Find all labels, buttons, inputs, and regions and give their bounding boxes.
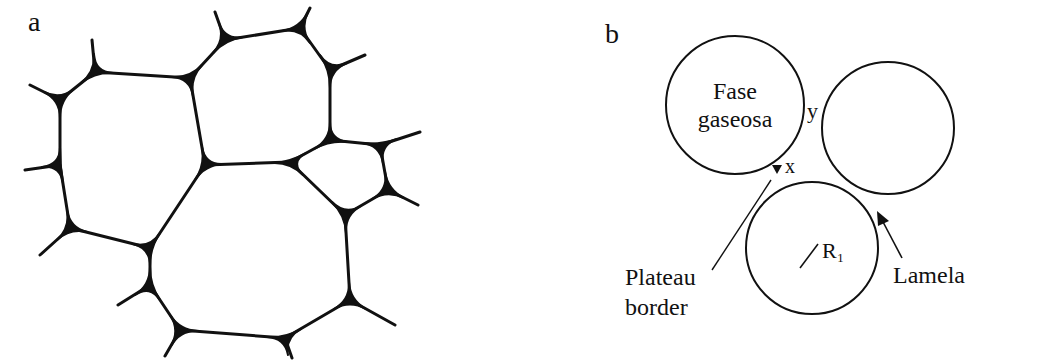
bubble-circle	[822, 62, 954, 194]
bubble-circle	[666, 36, 804, 174]
part-label: Lamela	[893, 262, 965, 290]
distance-label: x	[785, 155, 795, 178]
foam-cells	[25, 8, 420, 358]
bubble-circle	[746, 182, 878, 314]
gas-bubble: Fase gaseosa	[665, 35, 805, 175]
foam-outer-films	[25, 8, 420, 358]
radius-label: R₁	[822, 238, 844, 263]
plateau-borders	[42, 12, 404, 355]
foam-films	[60, 28, 388, 338]
pointer-arrow-shaft	[882, 220, 902, 258]
plateau-marker	[772, 165, 782, 174]
panel-letter: a	[28, 6, 40, 38]
part-label: Plateau border	[625, 262, 725, 322]
radius-line	[800, 244, 818, 268]
bubble-outline	[665, 35, 805, 175]
phase-label: Fase gaseosa	[679, 77, 791, 133]
panel-letter: b	[605, 18, 619, 50]
distance-label: y	[807, 98, 818, 123]
leader-line	[712, 180, 771, 270]
pointer-arrowhead	[877, 211, 889, 226]
